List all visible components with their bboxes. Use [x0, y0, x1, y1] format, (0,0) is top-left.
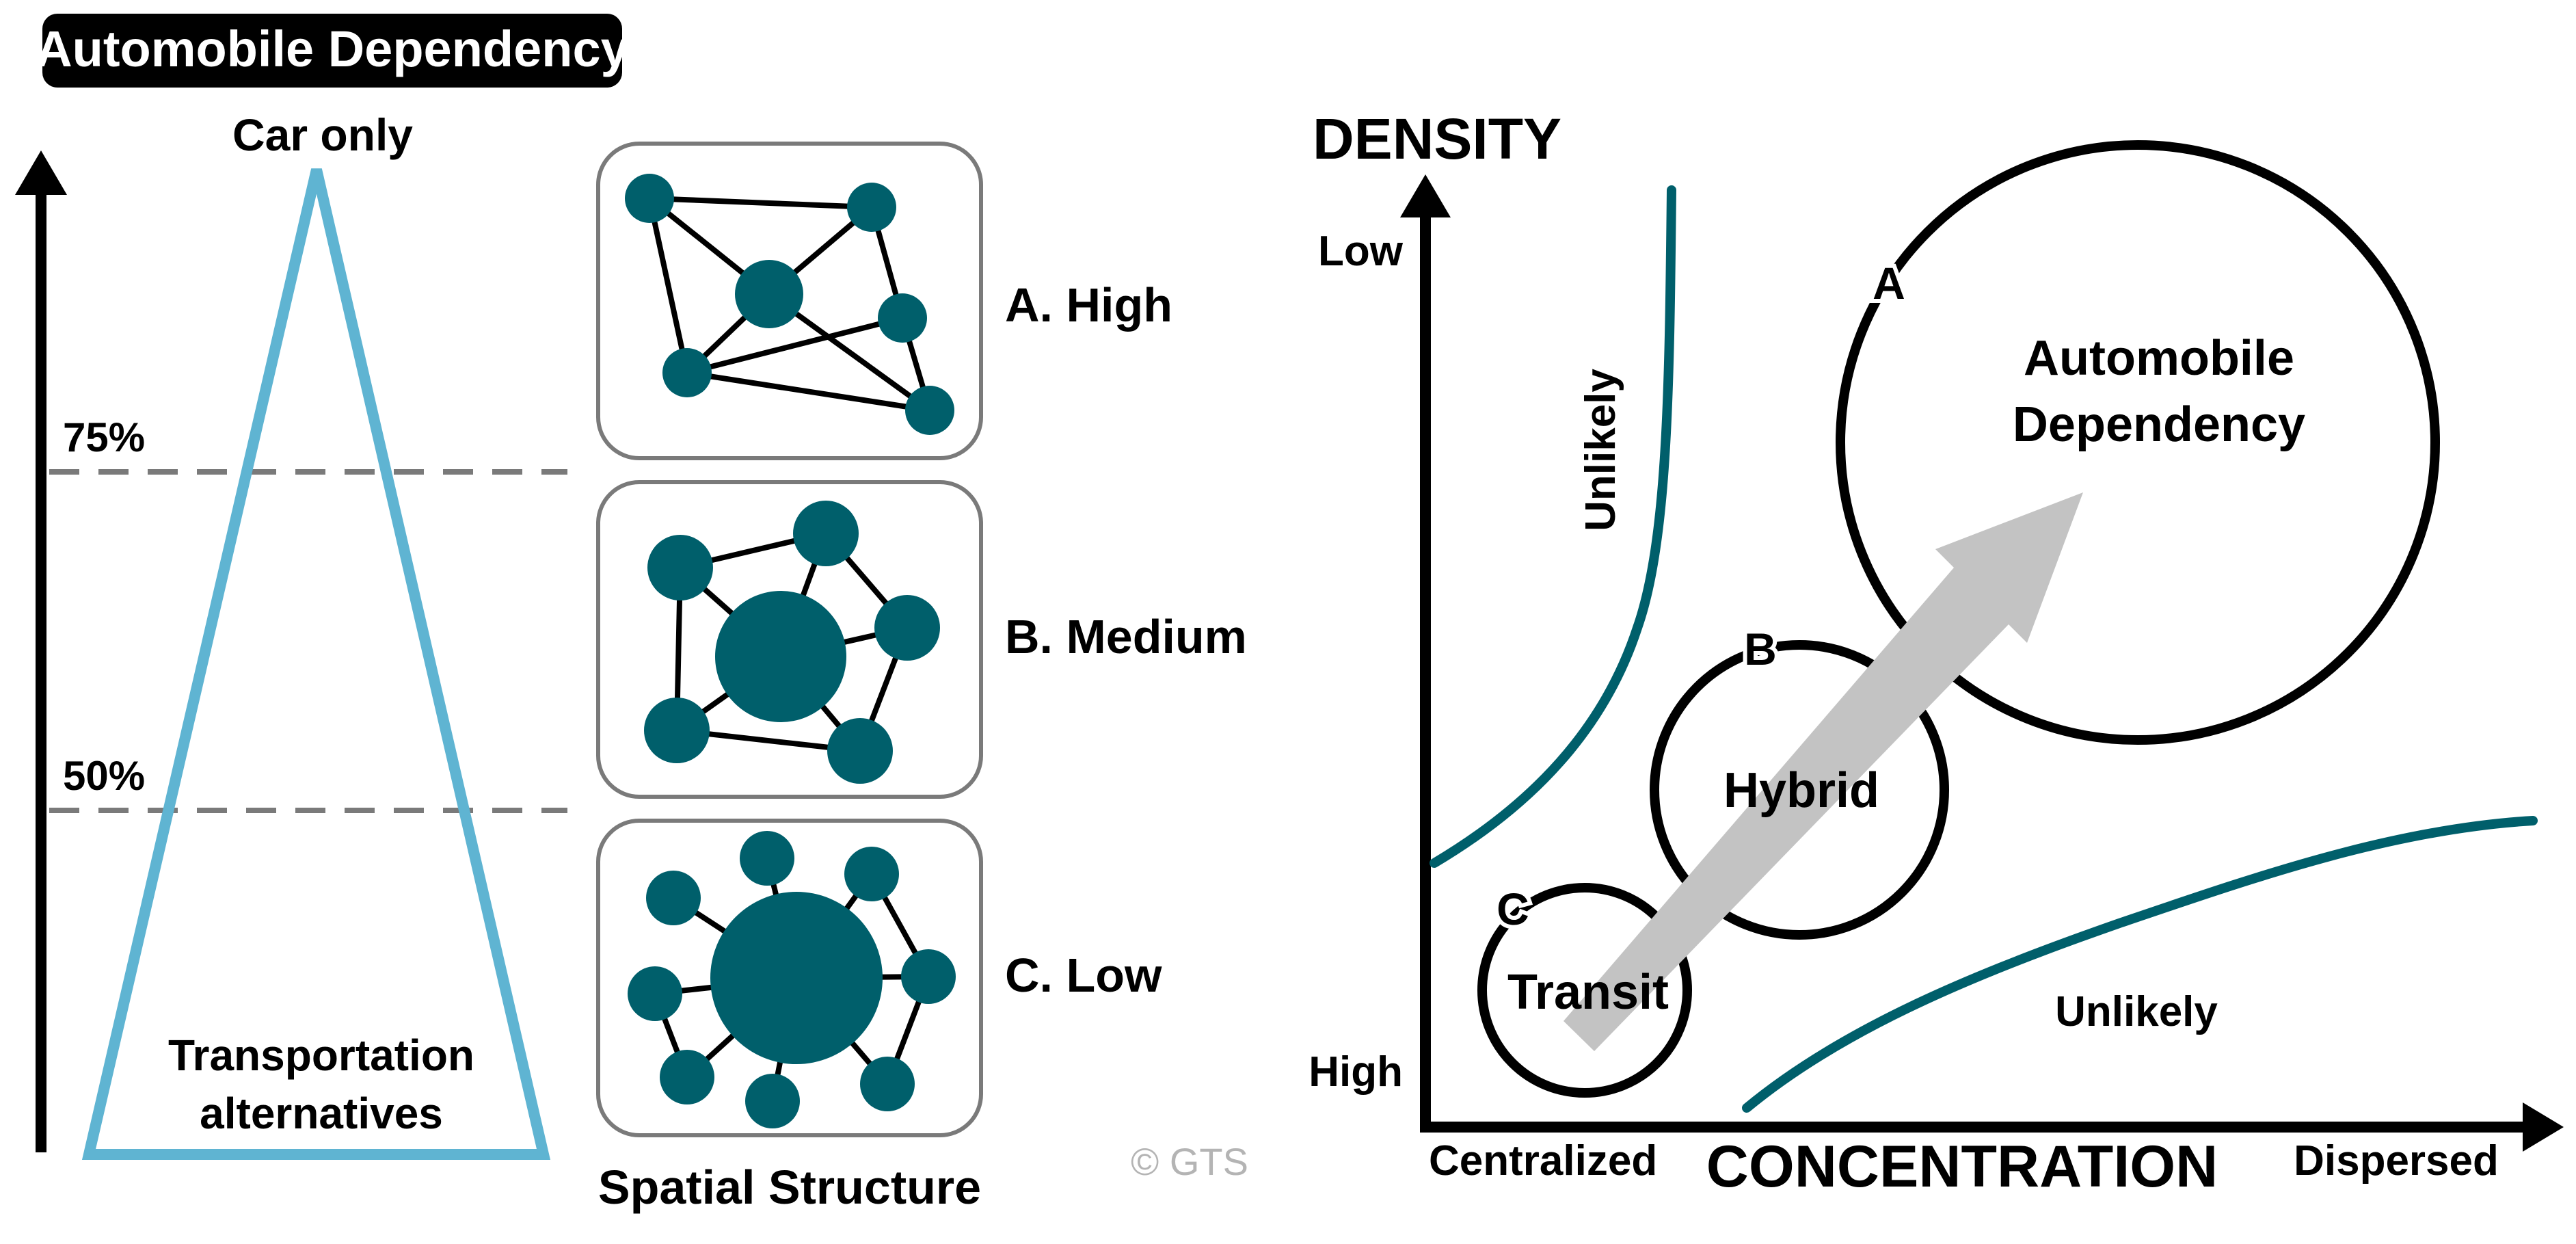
vertical-axis-arrowhead [15, 150, 67, 195]
spatial-label-low: C. Low [1005, 949, 1162, 1002]
transportation-label-line2: alternatives [200, 1089, 443, 1138]
automobile-dependency-label-line2: Dependency [2013, 397, 2305, 452]
node [646, 871, 701, 925]
node [901, 949, 956, 1004]
density-axis-arrowhead [1400, 174, 1451, 217]
concentration-axis-arrowhead [2523, 1102, 2564, 1152]
node [735, 260, 803, 328]
circle-letter-b: B [1744, 624, 1777, 674]
title-background [42, 14, 622, 88]
spatial-label-high: A. High [1005, 278, 1172, 332]
node [660, 1050, 714, 1104]
circle-letter-a: A [1873, 258, 1905, 308]
automobile-dependency-label-line1: Automobile [2024, 331, 2294, 386]
node [793, 501, 859, 566]
hybrid-label: Hybrid [1723, 763, 1879, 818]
threshold-50-label: 50% [63, 753, 145, 799]
node [844, 847, 899, 901]
node [860, 1057, 915, 1111]
left-panel: 75% 50% Car only Transportation alternat… [15, 109, 567, 1160]
node [644, 698, 710, 763]
node [847, 183, 896, 232]
network-medium-nodes [644, 501, 940, 784]
hybrid-circle [1650, 640, 1949, 940]
node [745, 1074, 800, 1128]
node [905, 386, 954, 435]
node [878, 293, 927, 343]
car-only-label: Car only [232, 109, 413, 160]
automobile-dependency-circle [1836, 140, 2440, 745]
transportation-triangle [81, 168, 551, 1160]
spatial-box-low: C. Low [596, 819, 1162, 1137]
unlikely-upper-curve [1430, 185, 1676, 868]
spatial-box-medium: B. Medium [596, 480, 1247, 799]
node [715, 591, 846, 722]
unlikely-lower-label: Unlikely [2055, 988, 2218, 1035]
concentration-axis-title: CONCENTRATION [1706, 1134, 2218, 1200]
unlikely-lower-curve [1742, 816, 2538, 1113]
concentration-centralized-label: Centralized [1429, 1137, 1657, 1185]
density-axis-title: DENSITY [1313, 107, 1561, 171]
concentration-dispersed-label: Dispersed [2294, 1137, 2499, 1185]
density-low-label: Low [1318, 228, 1404, 275]
title-banner: Automobile Dependency [36, 14, 629, 88]
circle-letter-c: C [1497, 884, 1529, 934]
title: Automobile Dependency [36, 21, 629, 77]
spatial-label-medium: B. Medium [1005, 610, 1247, 663]
transit-label: Transit [1507, 965, 1669, 1020]
spatial-box-high: A. High [596, 142, 1172, 460]
network-high-nodes [625, 174, 954, 435]
network-low-nodes [628, 831, 956, 1128]
node [662, 348, 712, 397]
node [628, 966, 682, 1021]
unlikely-upper-label: Unlikely [1577, 369, 1624, 531]
node [874, 595, 940, 661]
node [710, 892, 883, 1064]
credit-text: © GTS [1131, 1140, 1248, 1183]
node [647, 535, 713, 600]
progression-arrow [1564, 492, 2083, 1051]
transportation-label-line1: Transportation [168, 1031, 474, 1080]
transit-circle [1477, 883, 1692, 1098]
threshold-75-label: 75% [63, 414, 145, 460]
spatial-structure-caption: Spatial Structure [598, 1161, 981, 1214]
density-concentration-chart: DENSITY Low High Centralized CONCENTRATI… [1309, 107, 2564, 1200]
node [625, 174, 674, 223]
spatial-structure-panel: A. High [596, 142, 1248, 1214]
node [740, 831, 794, 886]
density-high-label: High [1309, 1048, 1403, 1096]
node [827, 718, 893, 784]
